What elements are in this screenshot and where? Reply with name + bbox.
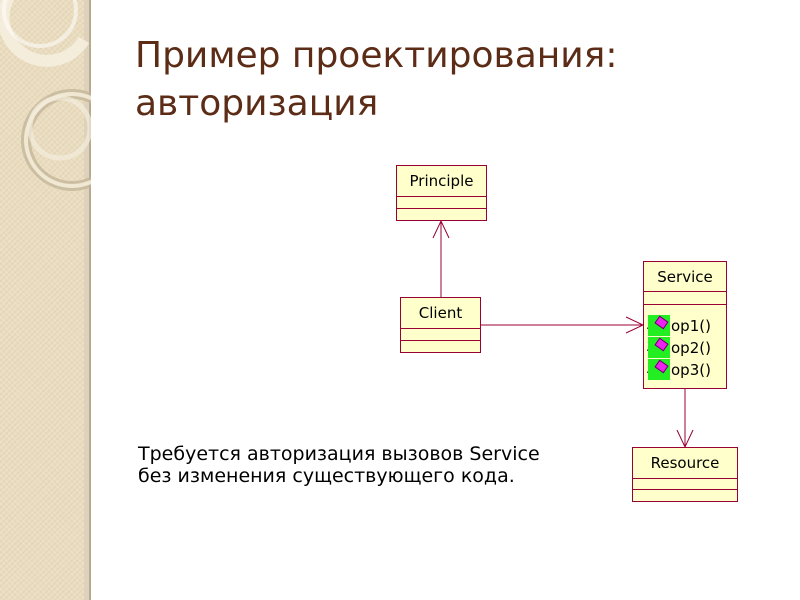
class-principle: Principle <box>396 165 487 221</box>
operation-label: op1() <box>671 317 711 335</box>
arrowhead-principle <box>432 219 450 239</box>
band-edge-line <box>89 0 91 600</box>
slide-title: Пример проектирования: авторизация <box>135 35 618 124</box>
body-text-line-1: Требуется авторизация вызовов Service <box>138 443 540 465</box>
class-client-name: Client <box>401 298 480 329</box>
class-service: Service . op1() . op2() . op3() <box>643 261 727 389</box>
class-service-attributes <box>644 292 726 305</box>
class-principle-name: Principle <box>397 166 486 197</box>
class-resource-name: Resource <box>633 448 737 479</box>
slide-body-text: Требуется авторизация вызовов Service бе… <box>138 443 638 487</box>
class-client: Client <box>400 297 481 353</box>
band-edge <box>84 0 89 600</box>
ring-ornament-icon <box>0 0 91 191</box>
class-client-attributes <box>401 329 480 341</box>
operation-label: op2() <box>671 339 711 357</box>
class-service-name: Service <box>644 262 726 292</box>
class-resource: Resource <box>632 447 738 502</box>
operation-row: . op2() <box>644 337 726 359</box>
body-text-line-2: без изменения существующего кода. <box>138 465 515 487</box>
class-principle-attributes <box>397 197 486 209</box>
operation-row: . op3() <box>644 359 726 381</box>
arrowhead-resource <box>676 429 694 449</box>
operation-label: op3() <box>671 361 711 379</box>
arrowhead-service <box>625 316 645 334</box>
class-service-operations: . op1() . op2() . op3() <box>644 305 726 381</box>
operation-row: . op1() <box>644 315 726 337</box>
class-resource-attributes <box>633 479 737 490</box>
